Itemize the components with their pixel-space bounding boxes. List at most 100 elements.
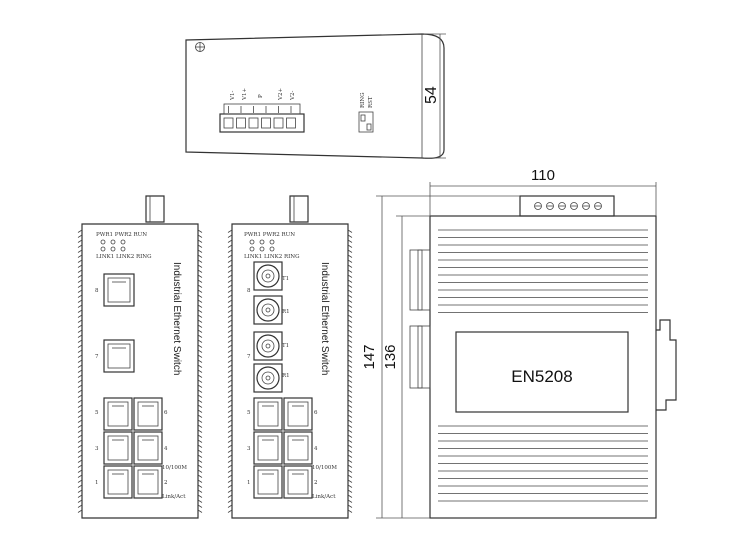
grip-rib: [77, 244, 83, 248]
rj45-jack: [137, 401, 159, 427]
dimension-54: 54: [423, 33, 446, 159]
grip-rib: [227, 289, 233, 293]
rj45-port: [103, 465, 133, 499]
grip-rib: [347, 409, 353, 413]
label-plate: [455, 331, 629, 413]
rj45-jack: [287, 435, 309, 461]
rj45-port-8: [103, 273, 135, 307]
grip-rib: [227, 464, 233, 468]
grip-rib: [77, 284, 83, 288]
grip-rib: [227, 394, 233, 398]
grip-rib: [197, 384, 203, 388]
grip-rib: [197, 344, 203, 348]
grip-rib: [347, 454, 353, 458]
grip-rib: [227, 349, 233, 353]
status-leds: [100, 239, 126, 252]
grip-rib: [197, 499, 203, 503]
panel-grip-ribs: [347, 229, 353, 513]
grip-rib: [197, 304, 203, 308]
grip-rib: [347, 259, 353, 263]
grip-rib: [227, 389, 233, 393]
rj45-jack: [257, 469, 279, 495]
led: [120, 246, 126, 252]
grip-rib: [197, 289, 203, 293]
grip-rib: [77, 354, 83, 358]
fiber-label: T1: [282, 276, 289, 282]
grip-rib: [197, 239, 203, 243]
grip-rib: [197, 374, 203, 378]
top-terminal: [519, 195, 615, 217]
grip-rib: [347, 304, 353, 308]
grip-rib: [197, 464, 203, 468]
grip-rib: [227, 254, 233, 258]
grip-rib: [347, 434, 353, 438]
grip-rib: [77, 449, 83, 453]
grip-rib: [347, 364, 353, 368]
dip-label: RING: [360, 92, 366, 108]
rj45-port: [103, 431, 133, 465]
grip-rib: [227, 414, 233, 418]
grip-rib: [77, 469, 83, 473]
grip-rib: [197, 449, 203, 453]
port-label: 5: [95, 410, 99, 416]
grip-rib: [77, 414, 83, 418]
grip-rib: [77, 479, 83, 483]
grip-rib: [227, 499, 233, 503]
grip-rib: [227, 239, 233, 243]
grip-rib: [197, 389, 203, 393]
grip-rib: [227, 444, 233, 448]
speed-label: 10/100M: [162, 465, 187, 471]
grip-rib: [197, 419, 203, 423]
front-panel-copper: PWR1 PWR2 RUN LINK1 LINK2 RING Industria…: [77, 195, 203, 519]
grip-rib: [347, 474, 353, 478]
rj45-jack: [287, 401, 309, 427]
rj45-port: [253, 465, 283, 499]
grip-rib: [77, 474, 83, 478]
panel-grip-ribs: [197, 229, 203, 513]
grip-rib: [197, 249, 203, 253]
grip-rib: [197, 234, 203, 238]
grip-rib: [347, 239, 353, 243]
terminal-labels: V1- V1+ P V2+ V2-: [230, 88, 296, 101]
grip-rib: [347, 229, 353, 233]
grip-rib: [77, 484, 83, 488]
grip-rib: [77, 324, 83, 328]
grip-rib: [227, 264, 233, 268]
grip-rib: [347, 369, 353, 373]
dimension-110: 110: [429, 167, 657, 216]
grip-rib: [347, 469, 353, 473]
status-leds: [249, 239, 275, 252]
grip-rib: [227, 299, 233, 303]
grip-rib: [227, 419, 233, 423]
grip-rib: [77, 239, 83, 243]
fiber-label: 7: [247, 354, 251, 360]
grip-rib: [77, 334, 83, 338]
grip-rib: [197, 229, 203, 233]
rj45-jack: [107, 435, 129, 461]
grip-rib: [347, 319, 353, 323]
rj45-port: [253, 431, 283, 465]
led: [249, 246, 255, 252]
port-label: 8: [95, 288, 99, 294]
rj45-port: [253, 397, 283, 431]
led: [100, 246, 106, 252]
grip-rib: [197, 364, 203, 368]
grip-rib: [347, 329, 353, 333]
grip-rib: [347, 424, 353, 428]
st-ferrule: [261, 269, 275, 283]
st-core: [265, 343, 271, 349]
grip-rib: [77, 329, 83, 333]
grip-rib: [347, 314, 353, 318]
grip-rib: [227, 409, 233, 413]
grip-rib: [347, 339, 353, 343]
grip-rib: [227, 439, 233, 443]
rj45-jack: [257, 435, 279, 461]
grip-rib: [197, 254, 203, 258]
rj45-jack: [107, 401, 129, 427]
grip-rib: [77, 454, 83, 458]
grip-rib: [77, 279, 83, 283]
grip-rib: [227, 449, 233, 453]
terminal-slot: [223, 117, 234, 129]
grip-rib: [347, 494, 353, 498]
grip-rib: [197, 409, 203, 413]
